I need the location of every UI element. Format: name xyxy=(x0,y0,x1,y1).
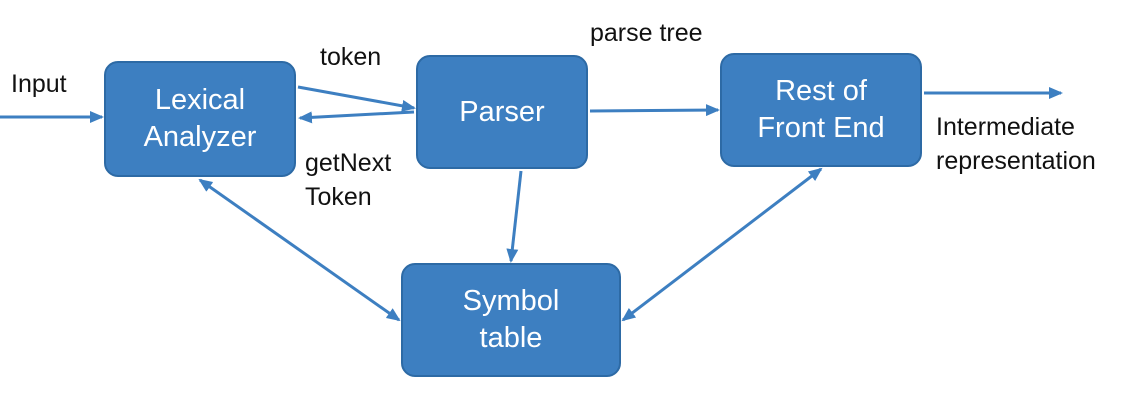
rest-of-front-end-label: Rest of Front End xyxy=(757,75,885,144)
parse-tree-label: parse tree xyxy=(590,19,703,47)
rest-of-front-end-box: Rest of Front End xyxy=(720,53,922,167)
lexical-analyzer-label: Lexical Analyzer xyxy=(143,84,257,153)
symbol-table-label: Symbol table xyxy=(462,285,560,354)
lexical-analyzer-box: Lexical Analyzer xyxy=(104,61,296,177)
arrow-getnexttoken xyxy=(298,110,415,124)
input-label: Input xyxy=(11,70,67,98)
parser-label: Parser xyxy=(459,95,545,128)
symbol-table-box: Symbol table xyxy=(401,263,621,377)
arrow-parse-tree xyxy=(589,104,720,117)
get-next-token-label: getNext Token xyxy=(305,149,392,211)
parser-box: Parser xyxy=(416,55,588,169)
intermediate-representation-label: Intermediate representation xyxy=(936,113,1096,175)
arrow-lexical-symbol xyxy=(198,178,401,322)
token-label: token xyxy=(320,43,382,71)
arrow-token xyxy=(297,85,416,112)
arrow-parser-to-symbol xyxy=(506,170,523,263)
arrow-rest-symbol xyxy=(621,167,823,322)
